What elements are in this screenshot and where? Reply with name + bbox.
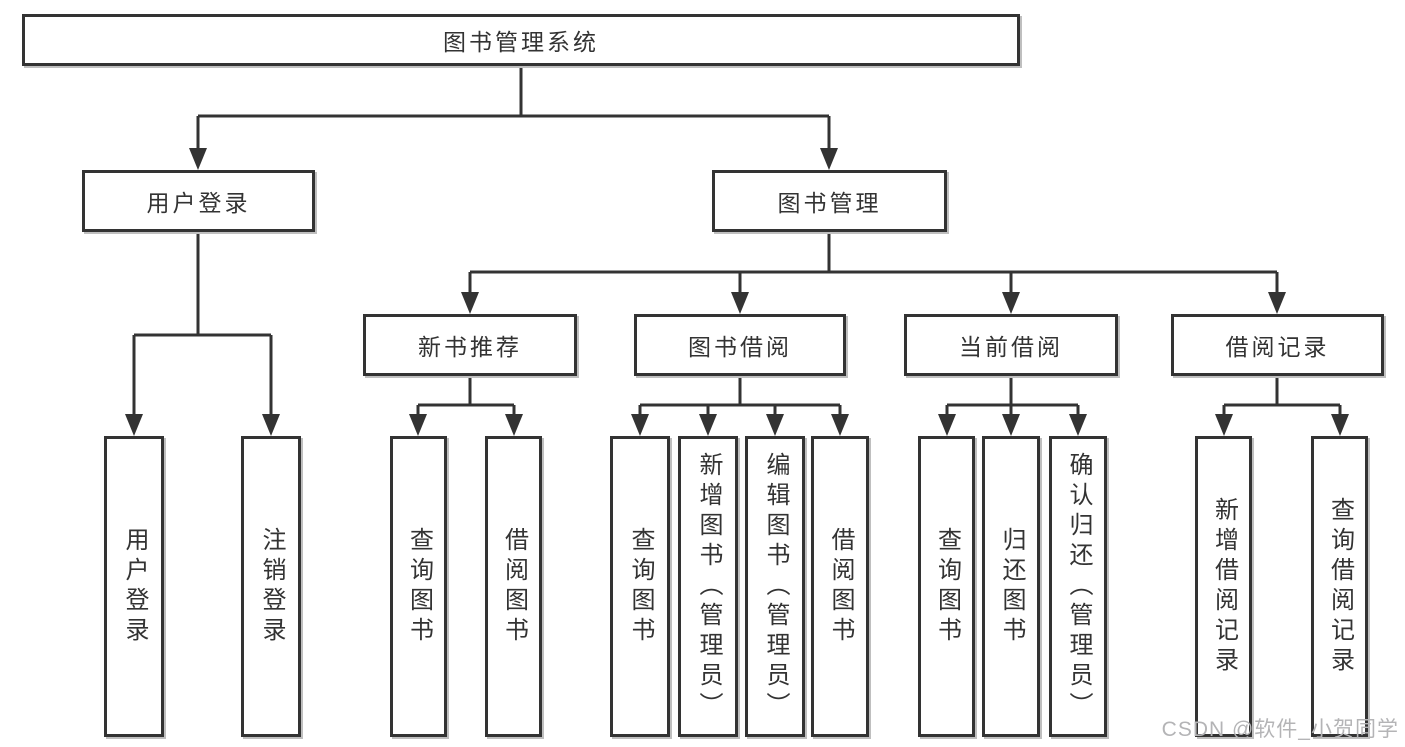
connector-userlogin-to-leaves xyxy=(125,232,280,436)
leaf-records-query: 查询借阅记录 xyxy=(1311,436,1368,737)
leaf-newbooks-borrow: 借阅图书 xyxy=(485,436,542,737)
node-new-book-recommend-label: 新书推荐 xyxy=(418,334,522,360)
node-current-borrow-label: 当前借阅 xyxy=(959,334,1063,360)
leaf-current-query: 查询图书 xyxy=(918,436,975,737)
connector-bookmgmt-to-level3 xyxy=(461,232,1286,314)
leaf-user-login-label: 用户登录 xyxy=(121,526,148,647)
node-book-management-label: 图书管理 xyxy=(777,190,882,216)
leaf-records-add-label: 新增借阅记录 xyxy=(1210,496,1238,677)
connector-currentborrow-to-leaves xyxy=(938,376,1087,436)
leaf-logout-label: 注销登录 xyxy=(258,526,285,647)
leaf-borrow-add-admin: 新增图书（管理员） xyxy=(678,436,738,737)
node-book-management: 图书管理 xyxy=(712,170,947,232)
node-current-borrow: 当前借阅 xyxy=(904,314,1118,376)
leaf-current-query-label: 查询图书 xyxy=(933,526,961,647)
leaf-borrow-book-label: 借阅图书 xyxy=(827,526,854,647)
node-borrow-records: 借阅记录 xyxy=(1171,314,1384,376)
node-user-login: 用户登录 xyxy=(82,170,315,232)
leaf-user-login: 用户登录 xyxy=(104,436,164,737)
leaf-newbooks-query-label: 查询图书 xyxy=(405,526,433,647)
connector-newbooks-to-leaves xyxy=(409,376,523,436)
leaf-borrow-query: 查询图书 xyxy=(610,436,670,737)
node-book-borrow-label: 图书借阅 xyxy=(688,334,792,360)
leaf-borrow-edit-admin-label: 编辑图书（管理员） xyxy=(762,451,789,722)
csdn-watermark: CSDN @软件_小贺同学 xyxy=(1161,718,1399,741)
leaf-current-return-label: 归还图书 xyxy=(998,526,1025,647)
leaf-borrow-book: 借阅图书 xyxy=(811,436,869,737)
leaf-newbooks-query: 查询图书 xyxy=(390,436,447,737)
leaf-current-confirm-admin-label: 确认归还（管理员） xyxy=(1065,451,1092,722)
leaf-logout: 注销登录 xyxy=(241,436,301,737)
connector-bookborrow-to-leaves xyxy=(631,376,849,436)
node-root-system: 图书管理系统 xyxy=(22,14,1020,66)
node-book-borrow: 图书借阅 xyxy=(634,314,846,376)
leaf-current-confirm-admin: 确认归还（管理员） xyxy=(1049,436,1107,737)
leaf-borrow-edit-admin: 编辑图书（管理员） xyxy=(745,436,805,737)
connector-borrowrecords-to-leaves xyxy=(1215,376,1349,436)
node-user-login-label: 用户登录 xyxy=(146,190,251,216)
leaf-current-return: 归还图书 xyxy=(982,436,1040,737)
leaf-borrow-query-label: 查询图书 xyxy=(627,526,654,647)
node-borrow-records-label: 借阅记录 xyxy=(1225,334,1330,360)
leaf-borrow-add-admin-label: 新增图书（管理员） xyxy=(695,451,722,722)
leaf-records-add: 新增借阅记录 xyxy=(1195,436,1252,737)
connector-root-to-level2 xyxy=(189,66,838,170)
leaf-records-query-label: 查询借阅记录 xyxy=(1326,496,1354,677)
node-root-label: 图书管理系统 xyxy=(443,29,599,55)
node-new-book-recommend: 新书推荐 xyxy=(363,314,577,376)
leaf-newbooks-borrow-label: 借阅图书 xyxy=(500,526,528,647)
